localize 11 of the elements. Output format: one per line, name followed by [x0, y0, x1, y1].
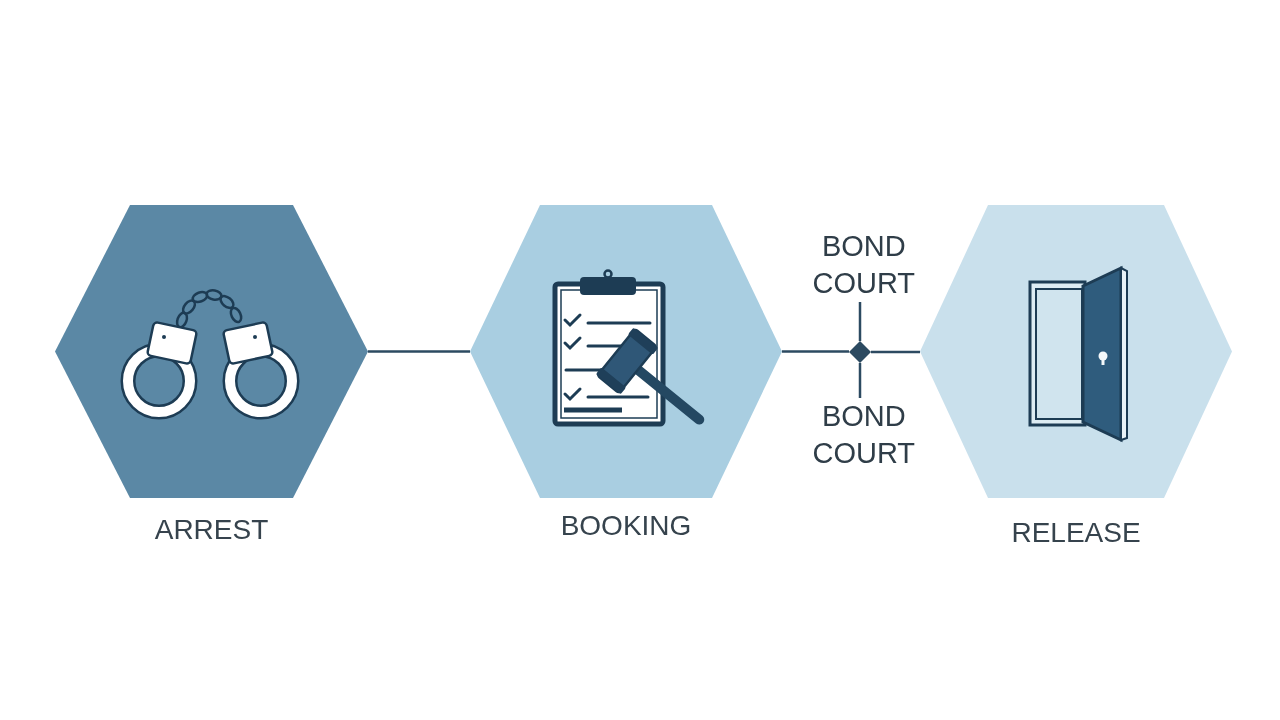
connector-line	[871, 350, 920, 354]
connector-line	[858, 302, 862, 341]
connector-line	[858, 363, 862, 398]
connector-line	[368, 350, 470, 353]
junction-label: BOND COURT	[812, 229, 916, 301]
step-label: BOOKING	[560, 510, 692, 542]
step-label: ARREST	[154, 514, 269, 546]
step-label: RELEASE	[1011, 517, 1141, 549]
junction-label: BOND COURT	[812, 399, 916, 471]
junction-diamond	[849, 341, 871, 363]
connector-line	[782, 350, 849, 353]
